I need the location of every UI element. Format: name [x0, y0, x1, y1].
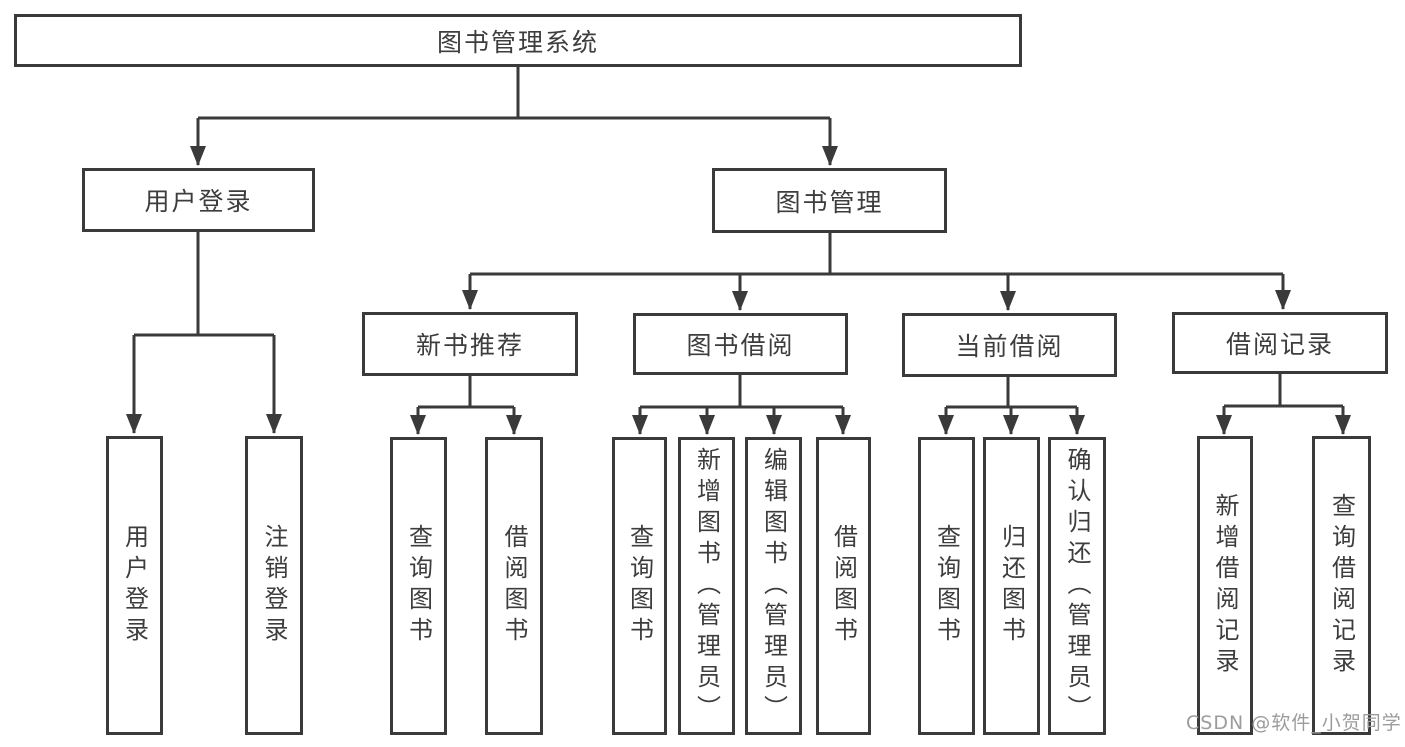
connector-current-borrow	[946, 377, 1077, 409]
leaf-add-borrow-record-label: 新增借阅记录	[1211, 492, 1239, 679]
node-user-login: 用户登录	[82, 168, 315, 232]
leaf-logout-label: 注销登录	[260, 523, 288, 648]
leaf-borrow-book-recommend-label: 借阅图书	[500, 524, 528, 648]
connector-borrow-records	[1224, 373, 1343, 408]
leaf-borrow-book-recommend: 借阅图书	[485, 437, 543, 735]
leaf-edit-book-admin: 编辑图书（管理员）	[745, 437, 802, 735]
leaf-add-book-admin: 新增图书（管理员）	[678, 437, 735, 735]
connector-book-borrow	[640, 375, 843, 409]
leaf-confirm-return-admin: 确认归还（管理员）	[1048, 437, 1106, 735]
leaf-query-books-borrow-label: 查询图书	[625, 524, 654, 648]
node-new-book-recommend: 新书推荐	[362, 312, 578, 376]
leaf-add-book-admin-label: 新增图书（管理员）	[692, 446, 721, 726]
connector-user-login	[134, 232, 274, 337]
leaf-confirm-return-admin-label: 确认归还（管理员）	[1063, 446, 1091, 726]
leaf-add-borrow-record: 新增借阅记录	[1197, 436, 1253, 735]
leaf-borrow-book-label: 借阅图书	[829, 524, 858, 648]
node-book-management: 图书管理	[712, 168, 947, 233]
leaf-user-login-label: 用户登录	[120, 523, 149, 648]
node-borrow-records: 借阅记录	[1172, 312, 1388, 374]
leaf-borrow-book: 借阅图书	[816, 437, 871, 735]
leaf-query-books-borrow: 查询图书	[612, 437, 667, 735]
leaf-query-books-current-label: 查询图书	[932, 524, 961, 648]
leaf-query-borrow-record: 查询借阅记录	[1312, 436, 1371, 735]
leaf-query-books-recommend: 查询图书	[390, 437, 447, 735]
csdn-watermark: CSDN @软件_小贺同学	[1186, 712, 1402, 734]
node-book-borrow: 图书借阅	[633, 313, 848, 375]
node-library-system: 图书管理系统	[14, 14, 1022, 67]
leaf-query-books-recommend-label: 查询图书	[404, 524, 433, 648]
leaf-query-books-current: 查询图书	[918, 437, 975, 735]
connector-book-management	[470, 233, 1283, 276]
leaf-return-book: 归还图书	[983, 437, 1040, 735]
connector-root	[198, 67, 830, 120]
node-current-borrow: 当前借阅	[902, 313, 1117, 377]
leaf-return-book-label: 归还图书	[997, 524, 1026, 648]
leaf-edit-book-admin-label: 编辑图书（管理员）	[759, 446, 788, 726]
leaf-user-login: 用户登录	[106, 436, 163, 735]
leaf-logout: 注销登录	[245, 436, 303, 735]
connector-new-book	[418, 376, 514, 409]
leaf-query-borrow-record-label: 查询借阅记录	[1327, 492, 1356, 679]
